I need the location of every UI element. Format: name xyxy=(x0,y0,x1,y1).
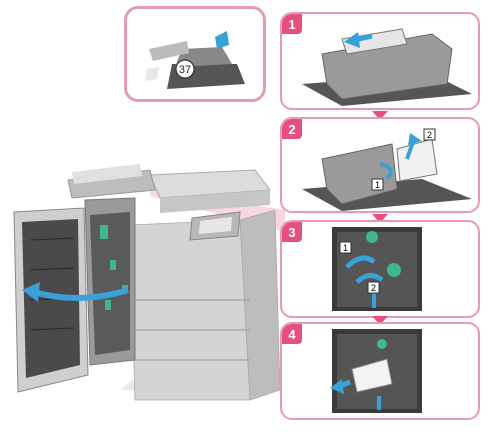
step-2-panel: 2 2 1 xyxy=(280,117,480,213)
page-reference-number: 37 xyxy=(179,64,191,76)
step-3-marker-2 xyxy=(367,281,380,294)
step-2-marker-2 xyxy=(423,128,436,141)
page-reference-circle xyxy=(175,59,195,79)
step-arrow-3 xyxy=(372,316,388,325)
step-2-marker-2-text: 2 xyxy=(427,130,432,140)
step-4-badge: 4 xyxy=(282,324,302,344)
step-1-badge: 1 xyxy=(282,14,302,34)
step-3-panel: 3 1 2 xyxy=(280,220,480,318)
callout-illustration: 37 xyxy=(145,31,245,89)
step-1-panel: 1 xyxy=(280,12,480,110)
step-2-marker-1-text: 1 xyxy=(375,180,380,190)
step-4-panel: 4 xyxy=(280,322,480,420)
step-2-illustration: 2 1 xyxy=(302,128,472,211)
step-1-illustration xyxy=(302,28,472,106)
step-3-illustration: 1 2 xyxy=(332,227,422,311)
step-2-badge: 2 xyxy=(282,119,302,139)
step-arrow-1 xyxy=(372,111,388,120)
step-arrow-2 xyxy=(372,214,388,223)
step-3-marker-2-text: 2 xyxy=(371,283,376,293)
step-3-marker-1 xyxy=(339,241,352,254)
step-3-badge: 3 xyxy=(282,222,302,242)
reference-callout: 37 xyxy=(124,6,266,102)
step-2-marker-1 xyxy=(371,178,384,191)
step-3-marker-1-text: 1 xyxy=(343,243,348,253)
step-4-illustration xyxy=(330,329,422,413)
